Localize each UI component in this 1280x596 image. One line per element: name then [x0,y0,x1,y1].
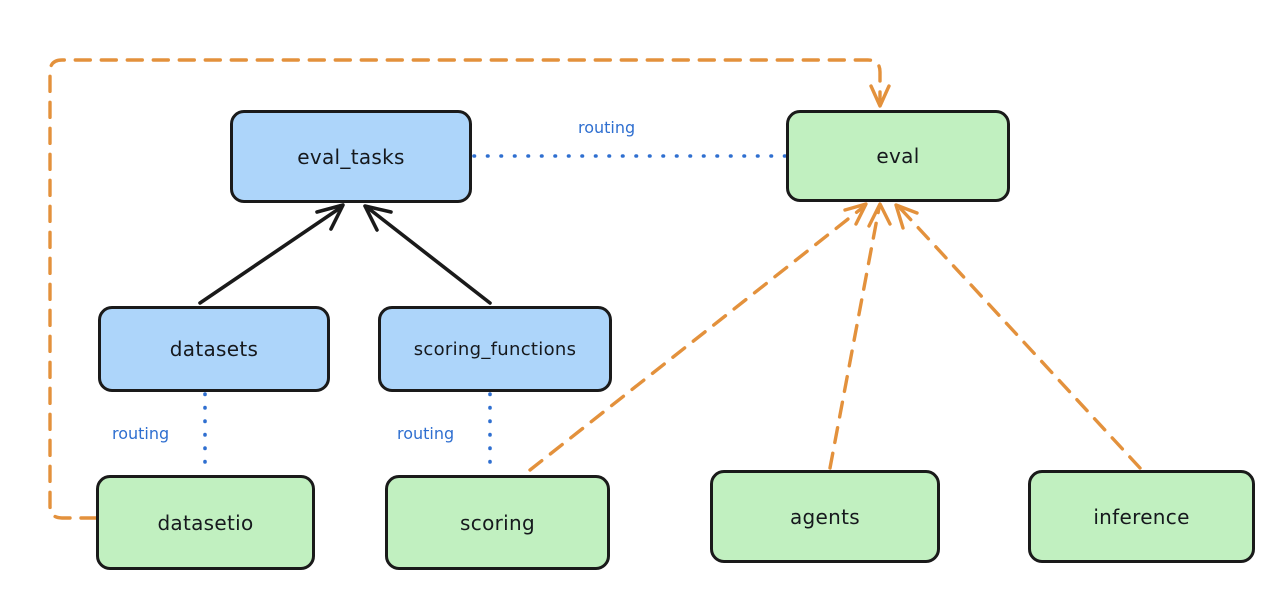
node-eval-tasks[interactable]: eval_tasks [230,110,472,203]
edge-label-routing-scoring-functions-scoring: routing [397,424,455,443]
node-label-eval-tasks: eval_tasks [297,144,405,169]
node-label-scoring-functions: scoring_functions [413,338,577,360]
node-inference[interactable]: inference [1028,470,1255,563]
node-label-scoring: scoring [460,510,535,535]
node-agents[interactable]: agents [710,470,940,563]
node-label-agents: agents [790,504,860,529]
edge-datasets-to-eval_tasks [198,206,342,305]
node-scoring[interactable]: scoring [385,475,610,570]
edge-label-routing-eval-tasks-eval: routing [578,118,636,137]
edge-label-routing-datasets-datasetio: routing [112,424,170,443]
node-label-inference: inference [1093,504,1190,529]
node-datasetio[interactable]: datasetio [96,475,315,570]
edge-inference-to-eval [898,206,1142,470]
arrowhead-agents-to-eval [867,202,892,228]
arrowhead-inference-to-eval [894,203,919,230]
edge-scoring_functions-to-eval_tasks [366,206,492,305]
node-label-datasets: datasets [169,337,259,361]
node-datasets[interactable]: datasets [98,306,330,392]
edge-agents-to-eval [828,206,881,470]
arrowhead-scoring-to-eval [843,202,868,226]
node-label-eval: eval [876,144,920,168]
node-label-datasetio: datasetio [157,510,254,535]
arrowhead-datasetio-to-eval [869,84,891,108]
node-scoring-functions[interactable]: scoring_functions [378,306,612,392]
node-eval[interactable]: eval [786,110,1010,202]
arrowhead-datasets-to-eval_tasks [315,203,345,231]
arrowhead-scoring_functions-to-eval_tasks [363,204,393,232]
